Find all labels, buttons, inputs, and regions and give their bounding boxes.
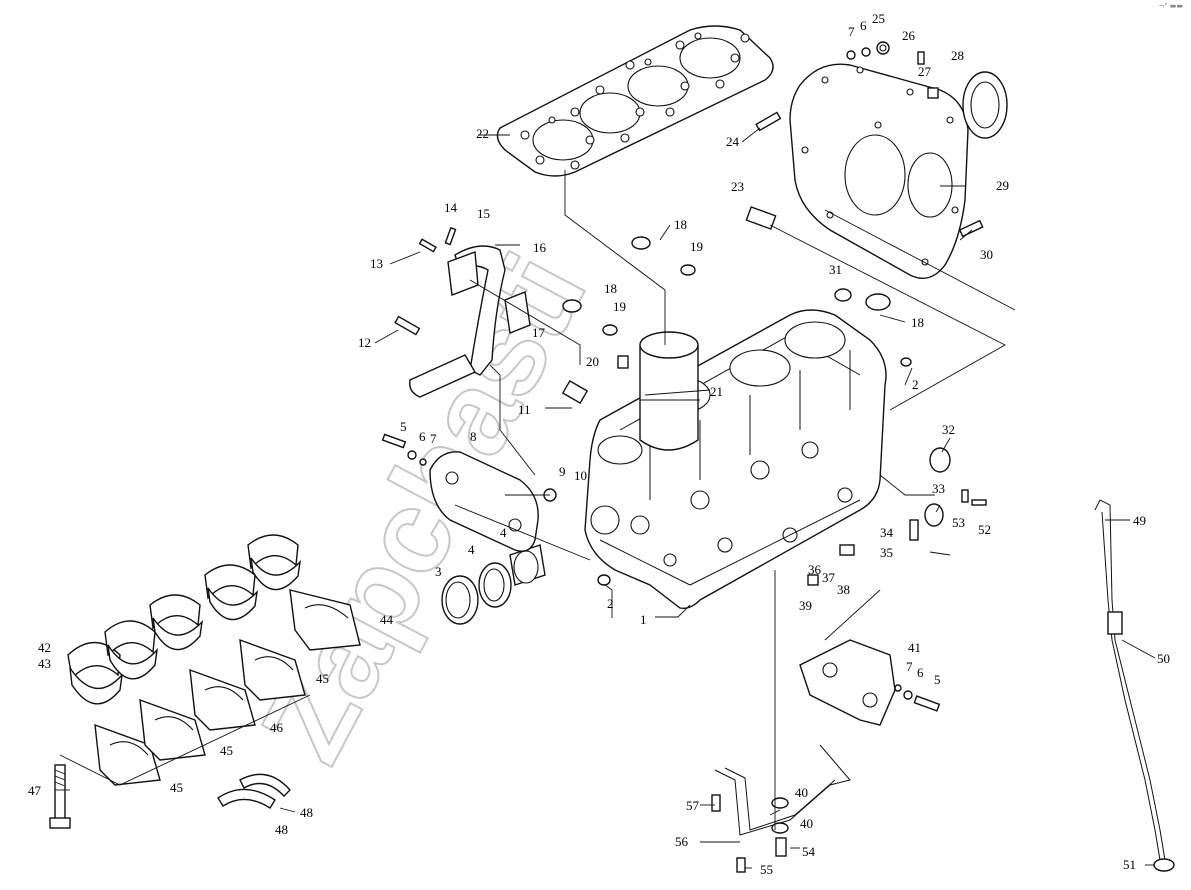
callout-18: 18 [604,281,617,296]
callout-2: 2 [607,596,614,611]
rear-oil-seal [962,71,1008,139]
callout-24: 24 [726,134,740,149]
callout-25: 25 [872,11,885,26]
callout-54: 54 [802,844,816,859]
callout-8: 8 [470,429,477,444]
callout-1: 1 [640,612,647,627]
callout-46: 46 [270,720,284,735]
dipstick [1094,499,1175,872]
rear-plate [789,63,969,279]
callout-40: 40 [800,816,813,831]
callout-6: 6 [860,18,867,33]
callout-41: 41 [908,640,921,655]
small-parts [381,41,987,712]
head-gasket [496,25,774,177]
callout-28: 28 [951,48,964,63]
callout-2: 2 [912,377,919,392]
callout-4: 4 [500,525,507,540]
cap-bolt [49,764,71,829]
callout-44: 44 [380,612,394,627]
callout-42: 42 [38,640,51,655]
mounting-bracket [429,451,539,552]
callout-15: 15 [477,206,490,221]
callout-18: 18 [911,315,924,330]
callout-36: 36 [808,562,822,577]
callout-16: 16 [533,240,547,255]
callout-57: 57 [686,798,700,813]
callout-leaders [55,127,1156,869]
callout-26: 26 [902,28,916,43]
callout-7: 7 [906,659,913,674]
callout-55: 55 [760,862,773,877]
callout-13: 13 [370,256,383,271]
oil-strainer-pipe [711,744,851,873]
callout-5: 5 [934,672,941,687]
callout-6: 6 [917,665,924,680]
callout-22: 22 [476,126,489,141]
callout-17: 17 [532,325,546,340]
main-bearing-caps [94,589,361,786]
leader-lines [59,170,1016,830]
callout-3: 3 [435,564,442,579]
callout-7: 7 [848,24,855,39]
callout-34: 34 [880,525,894,540]
callout-6: 6 [419,429,426,444]
callout-23: 23 [731,179,744,194]
water-pipe [409,245,531,398]
callout-48: 48 [275,822,288,837]
callout-30: 30 [980,247,993,262]
corner-mark: ¬" ▬▬ [1158,2,1183,10]
callout-45: 45 [170,780,183,795]
callout-21: 21 [710,384,723,399]
callout-48: 48 [300,805,313,820]
callout-45: 45 [220,743,233,758]
callout-37: 37 [822,570,836,585]
thrust-washers [217,773,291,809]
callout-5: 5 [400,419,407,434]
callout-32: 32 [942,422,955,437]
callout-43: 43 [38,656,51,671]
cylinder-liner [639,331,699,451]
callout-53: 53 [952,515,965,530]
callout-40: 40 [795,785,808,800]
callout-10: 10 [574,468,587,483]
callout-51: 51 [1123,857,1136,872]
callout-7: 7 [430,431,437,446]
callout-50: 50 [1157,651,1170,666]
callout-12: 12 [358,335,371,350]
callout-numbers: 1 2 2 3 4 4 5 5 6 6 6 7 7 7 8 9 10 11 12… [28,11,1170,877]
oil-pan-bracket [799,639,896,726]
callout-45: 45 [316,671,329,686]
callout-29: 29 [996,178,1009,193]
callout-33: 33 [932,481,945,496]
callout-19: 19 [613,299,626,314]
main-bearing-shells [67,534,301,705]
callout-19: 19 [690,239,703,254]
callout-39: 39 [799,598,812,613]
callout-11: 11 [518,402,531,417]
callout-52: 52 [978,522,991,537]
callout-35: 35 [880,545,893,560]
callout-14: 14 [444,200,458,215]
callout-9: 9 [559,464,566,479]
callout-38: 38 [837,582,850,597]
engine-block [584,309,887,610]
callout-20: 20 [586,354,599,369]
callout-27: 27 [918,64,932,79]
callout-49: 49 [1133,513,1146,528]
callout-18: 18 [674,217,687,232]
camshaft-bushings [441,544,546,625]
callout-47: 47 [28,783,42,798]
callout-31: 31 [829,262,842,277]
callout-56: 56 [675,834,689,849]
callout-4: 4 [468,542,475,557]
watermark: Zapchasti [236,234,611,782]
